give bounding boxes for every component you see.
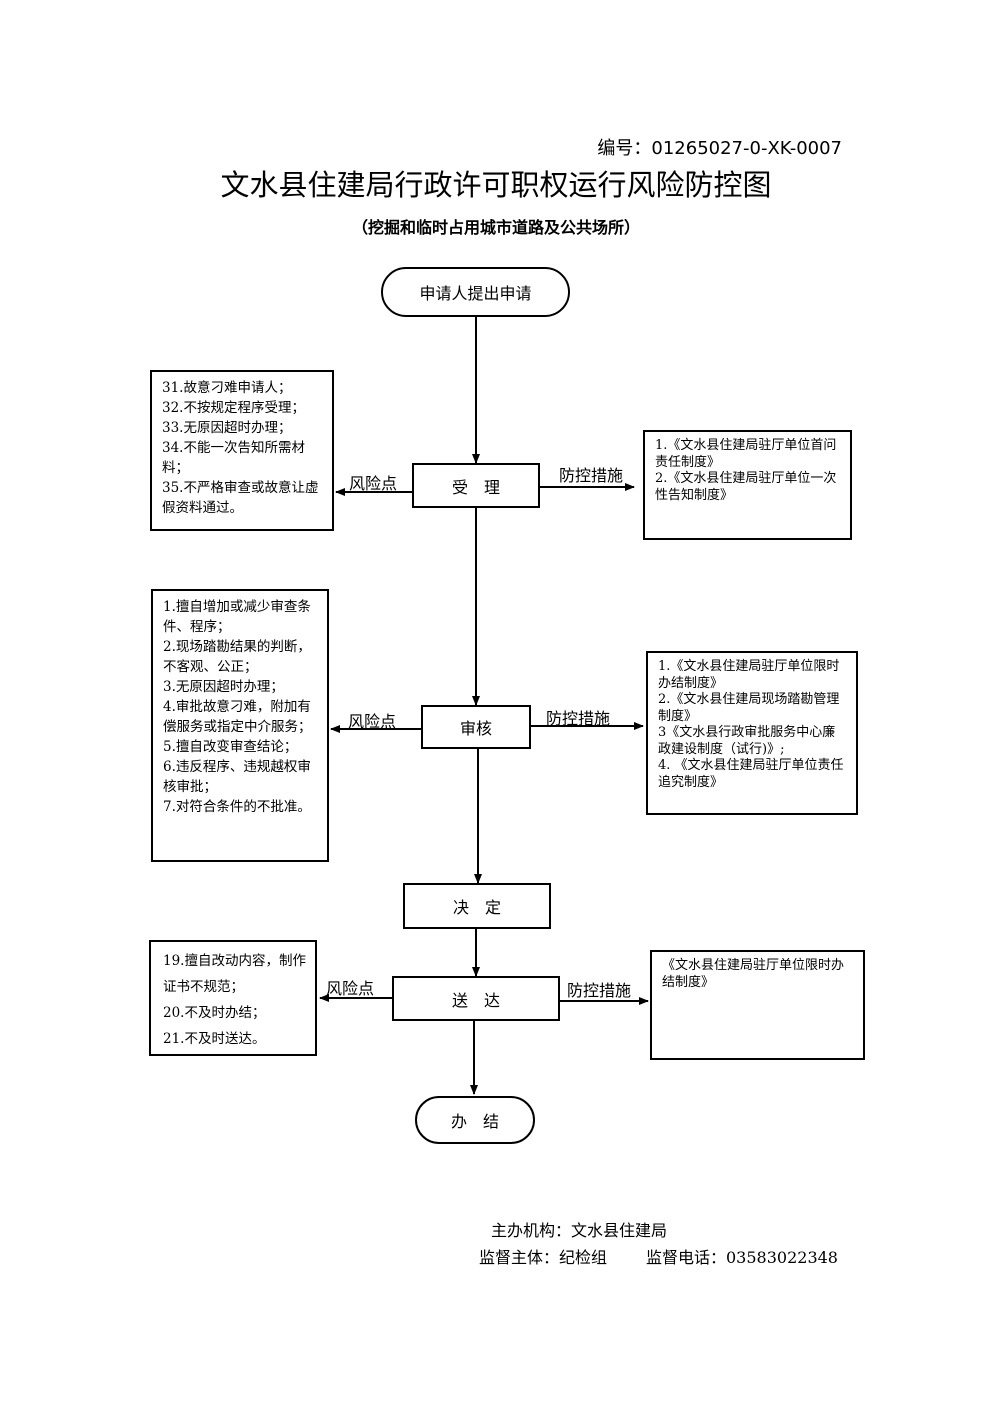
list-item: 31.故意刁难申请人； bbox=[162, 380, 292, 396]
list-item: 6.违反程序、违规越权审核审批； bbox=[163, 759, 311, 795]
deliver-control-label: 防控措施 bbox=[567, 981, 632, 1000]
review-risk-label: 风险点 bbox=[348, 712, 397, 731]
end-node: 办 结 bbox=[415, 1096, 535, 1144]
footer-phone: 监督电话：03583022348 bbox=[646, 1248, 838, 1267]
list-item: 21.不及时送达。 bbox=[163, 1031, 266, 1047]
deliver-risk-label: 风险点 bbox=[326, 979, 375, 998]
accept-node: 受 理 bbox=[412, 463, 540, 508]
accept-risk-box: 31.故意刁难申请人； 32.不按规定程序受理； 33.无原因超时办理； 34.… bbox=[150, 370, 334, 531]
list-item: 3《文水县行政审批服务中心廉政建设制度（试行)》; bbox=[658, 725, 836, 757]
review-risk-box: 1.擅自增加或减少审查条件、程序； 2.现场踏勘结果的判断，不客观、公正； 3.… bbox=[151, 589, 329, 862]
review-node: 审核 bbox=[421, 705, 531, 749]
page-subtitle: （挖掘和临时占用城市道路及公共场所） bbox=[351, 218, 640, 237]
list-item: 4. 《文水县住建局驻厅单位责任追究制度》 bbox=[658, 758, 844, 790]
list-item: 2.《文水县住建局现场踏勘管理制度》 bbox=[658, 692, 840, 724]
start-node: 申请人提出申请 bbox=[381, 267, 570, 317]
list-item: 5.擅自改变审查结论； bbox=[163, 739, 298, 755]
list-item: 1.《文水县住建局驻厅单位首问责任制度》 bbox=[655, 438, 837, 470]
accept-risk-label: 风险点 bbox=[349, 474, 398, 493]
list-item: 2.《文水县住建局驻厅单位一次性告知制度》 bbox=[655, 471, 837, 503]
list-item: 19.擅自改动内容，制作证书不规范； bbox=[163, 953, 306, 995]
list-item: 33.无原因超时办理； bbox=[162, 420, 292, 436]
list-item: 1.擅自增加或减少审查条件、程序； bbox=[163, 599, 311, 635]
list-item: 34.不能一次告知所需材料； bbox=[162, 440, 305, 476]
accept-control-label: 防控措施 bbox=[559, 466, 624, 485]
review-control-label: 防控措施 bbox=[546, 709, 611, 728]
footer-supervisor: 监督主体：纪检组 bbox=[479, 1248, 608, 1267]
page-title: 文水县住建局行政许可职权运行风险防控图 bbox=[220, 168, 772, 202]
deliver-risk-box: 19.擅自改动内容，制作证书不规范； 20.不及时办结； 21.不及时送达。 bbox=[149, 940, 317, 1056]
list-item: 《文水县住建局驻厅单位限时办结制度》 bbox=[662, 958, 845, 990]
deliver-control-box: 《文水县住建局驻厅单位限时办结制度》 bbox=[650, 950, 865, 1060]
review-control-box: 1.《文水县住建局驻厅单位限时办结制度》 2.《文水县住建局现场踏勘管理制度》 … bbox=[646, 651, 858, 815]
accept-control-box: 1.《文水县住建局驻厅单位首问责任制度》 2.《文水县住建局驻厅单位一次性告知制… bbox=[643, 430, 852, 540]
decide-node: 决 定 bbox=[403, 883, 551, 929]
list-item: 20.不及时办结； bbox=[163, 1005, 266, 1021]
list-item: 1.《文水县住建局驻厅单位限时办结制度》 bbox=[658, 659, 840, 691]
list-item: 3.无原因超时办理； bbox=[163, 679, 284, 695]
deliver-node: 送 达 bbox=[392, 976, 560, 1021]
document-code: 编号：01265027-0-XK-0007 bbox=[597, 138, 842, 159]
footer-organizer: 主办机构：文水县住建局 bbox=[491, 1221, 668, 1240]
list-item: 4.审批故意刁难，附加有偿服务或指定中介服务； bbox=[163, 699, 312, 735]
list-item: 7.对符合条件的不批准。 bbox=[163, 799, 311, 815]
list-item: 2.现场踏勘结果的判断，不客观、公正； bbox=[163, 639, 311, 675]
list-item: 32.不按规定程序受理； bbox=[162, 400, 305, 416]
list-item: 35.不严格审查或故意让虚假资料通过。 bbox=[162, 480, 319, 516]
